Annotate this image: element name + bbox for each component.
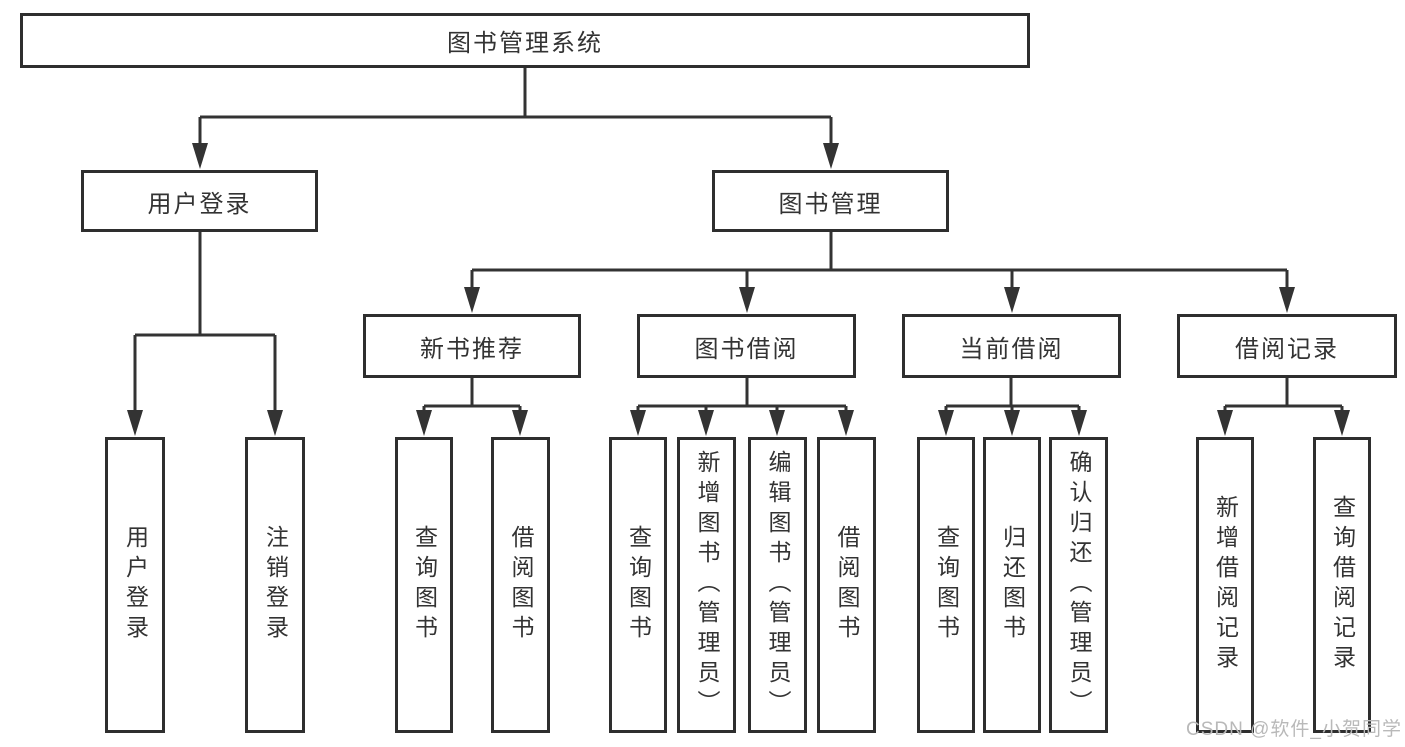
leaf-label: 用户登录	[122, 525, 149, 645]
leaf-confirm-return-admin: 确认归还（管理员）	[1049, 437, 1108, 733]
node-book-borrow: 图书借阅	[637, 314, 856, 378]
leaf-add-borrow-record: 新增借阅记录	[1196, 437, 1254, 733]
leaf-label: 编辑图书（管理员）	[765, 450, 791, 720]
leaf-label: 借阅图书	[508, 525, 534, 645]
leaf-query-books-borrow: 查询图书	[609, 437, 667, 733]
node-user-login-label: 用户登录	[147, 190, 252, 218]
node-root-system: 图书管理系统	[20, 13, 1030, 68]
leaf-logout: 注销登录	[245, 437, 305, 733]
leaf-edit-books-admin: 编辑图书（管理员）	[748, 437, 807, 733]
leaf-borrow-books-recommend: 借阅图书	[491, 437, 550, 733]
arrowheads	[127, 143, 1350, 436]
node-borrow-records-label: 借阅记录	[1235, 335, 1339, 363]
node-new-book-recommend: 新书推荐	[363, 314, 581, 378]
leaf-query-borrow-record: 查询借阅记录	[1313, 437, 1371, 733]
node-book-management: 图书管理	[712, 170, 949, 232]
leaf-borrow-books: 借阅图书	[817, 437, 876, 733]
leaf-return-books: 归还图书	[983, 437, 1041, 733]
leaf-label: 注销登录	[262, 525, 289, 645]
leaf-label: 新增图书（管理员）	[694, 450, 720, 720]
leaf-label: 查询借阅记录	[1329, 495, 1356, 675]
leaf-label: 查询图书	[933, 525, 960, 645]
leaf-label: 借阅图书	[834, 525, 860, 645]
node-user-login: 用户登录	[81, 170, 318, 232]
leaf-label: 确认归还（管理员）	[1066, 450, 1092, 720]
node-root-label: 图书管理系统	[447, 30, 603, 57]
leaf-user-login: 用户登录	[105, 437, 165, 733]
leaf-query-books-recommend: 查询图书	[395, 437, 453, 733]
leaf-label: 归还图书	[999, 525, 1026, 645]
node-book-management-label: 图书管理	[778, 190, 883, 218]
node-current-borrow: 当前借阅	[902, 314, 1121, 378]
leaf-label: 查询图书	[625, 525, 652, 645]
node-borrow-records: 借阅记录	[1177, 314, 1397, 378]
leaf-query-books-current: 查询图书	[917, 437, 975, 733]
csdn-watermark: CSDN @软件_小贺同学	[1186, 719, 1402, 740]
leaf-add-books-admin: 新增图书（管理员）	[677, 437, 736, 733]
node-book-borrow-label: 图书借阅	[694, 335, 799, 363]
node-new-book-recommend-label: 新书推荐	[420, 335, 524, 363]
leaf-label: 查询图书	[411, 525, 438, 645]
node-current-borrow-label: 当前借阅	[959, 335, 1064, 363]
leaf-label: 新增借阅记录	[1212, 495, 1239, 675]
